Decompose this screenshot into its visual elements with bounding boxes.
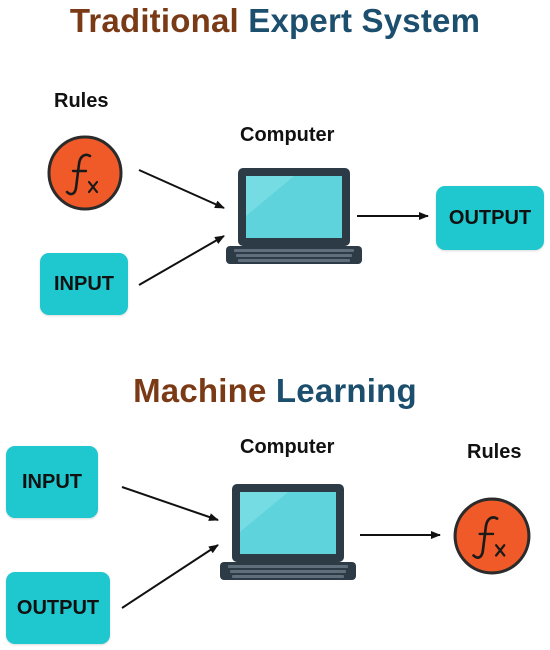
arrow-rules-to-computer — [138, 169, 225, 209]
title-part-learning: Learning — [275, 372, 417, 409]
top-laptop-icon — [226, 168, 362, 264]
top-input-box: INPUT — [40, 253, 128, 315]
arrow-input-to-computer-bottom — [121, 486, 219, 521]
title-part-machine: Machine — [133, 372, 267, 409]
bottom-output-box: OUTPUT — [6, 572, 110, 644]
arrow-output-to-computer-bottom — [121, 544, 219, 609]
function-icon — [47, 135, 123, 211]
bottom-laptop-icon — [220, 484, 356, 580]
title-part-expert-system: Expert System — [248, 2, 481, 39]
top-output-box: OUTPUT — [436, 186, 544, 250]
top-rules-label: Rules — [54, 90, 109, 112]
bottom-computer-label: Computer — [240, 436, 335, 458]
function-icon-bottom — [453, 497, 531, 575]
bottom-rules-label: Rules — [467, 441, 522, 463]
bottom-output-label: OUTPUT — [16, 596, 100, 619]
title-part-traditional: Traditional — [69, 2, 239, 39]
arrow-input-to-computer — [138, 235, 225, 286]
top-computer-label: Computer — [240, 124, 335, 146]
bottom-input-box: INPUT — [6, 446, 98, 518]
bottom-input-label: INPUT — [22, 470, 82, 493]
top-output-label: OUTPUT — [448, 206, 532, 229]
title-machine-learning: Machine Learning — [0, 372, 550, 410]
top-input-label: INPUT — [54, 272, 114, 295]
title-traditional-expert-system: Traditional Expert System — [0, 2, 550, 40]
